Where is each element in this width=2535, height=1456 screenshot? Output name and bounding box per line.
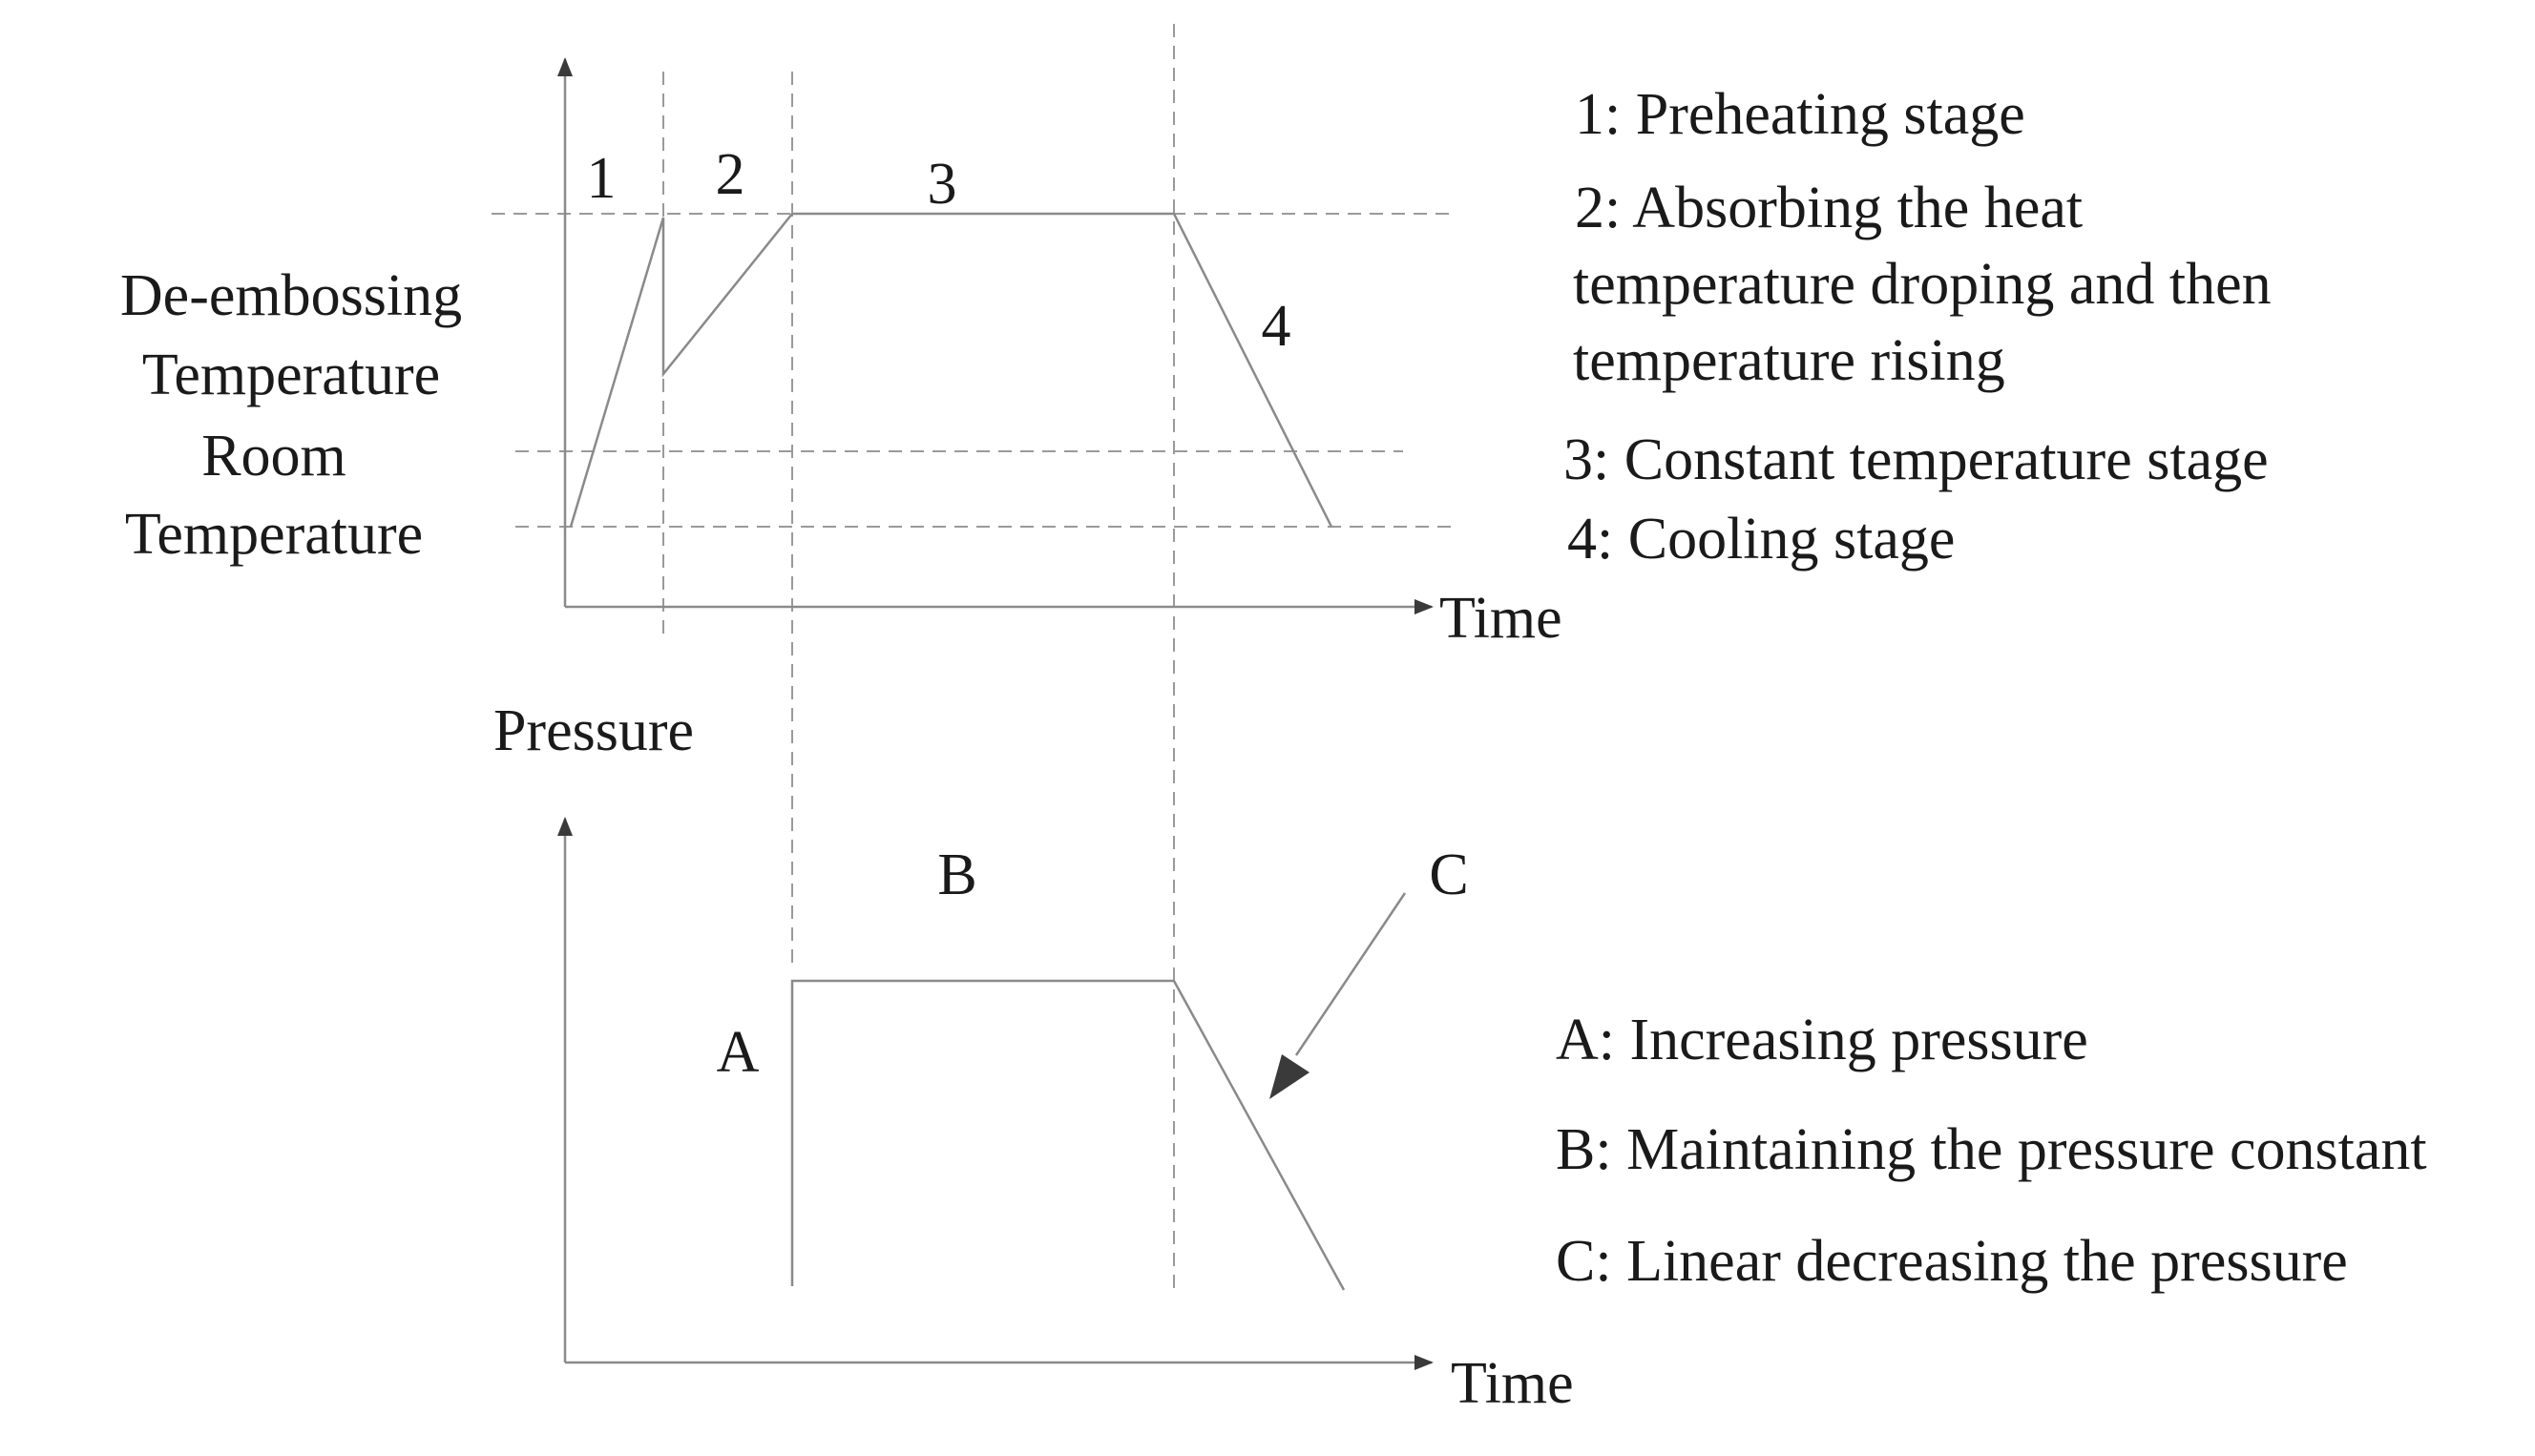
stage-label-1: 1	[587, 146, 617, 211]
y-label-de-embossing: De-embossing	[120, 263, 462, 328]
legend-item-constant: 3: Constant temperature stage	[1563, 427, 2269, 492]
legend-item-cooling: 4: Cooling stage	[1567, 507, 1955, 572]
legend-item-absorbing-1: 2: Absorbing the heat	[1575, 176, 2083, 240]
pressure-y-label: Pressure	[493, 698, 694, 763]
legend-item-increasing: A: Increasing pressure	[1556, 1008, 2088, 1072]
pressure-axes	[557, 817, 1434, 1370]
y-label-temperature-2: Temperature	[125, 502, 423, 567]
legend-item-preheating: 1: Preheating stage	[1575, 82, 2025, 147]
temperature-x-label: Time	[1439, 586, 1562, 651]
c-pointer-arrow	[1269, 892, 1407, 1099]
y-label-room: Room	[201, 424, 346, 489]
guide-lines	[492, 24, 1451, 1288]
stage-label-4: 4	[1262, 294, 1291, 359]
temperature-legend: 1: Preheating stage 2: Absorbing the hea…	[1563, 82, 2272, 572]
segment-label-b: B	[937, 842, 976, 907]
temperature-y-labels: De-embossing Temperature Room Temperatur…	[120, 263, 462, 567]
temperature-axes	[557, 57, 1434, 614]
segment-label-a: A	[717, 1020, 760, 1085]
stage-label-2: 2	[716, 142, 745, 207]
pressure-legend: A: Increasing pressure B: Maintaining th…	[1556, 1008, 2427, 1294]
legend-item-absorbing-2: temperature droping and then	[1573, 252, 2272, 317]
y-label-temperature-1: Temperature	[142, 343, 440, 407]
temperature-profile-line	[569, 212, 1333, 528]
legend-item-linear-decreasing: C: Linear decreasing the pressure	[1556, 1229, 2348, 1294]
stage-label-3: 3	[928, 152, 957, 217]
legend-item-maintaining: B: Maintaining the pressure constant	[1556, 1117, 2427, 1182]
stage-labels: 1 2 3 4	[587, 142, 1291, 359]
legend-item-absorbing-3: temperature rising	[1573, 328, 2005, 393]
pressure-x-label: Time	[1451, 1351, 1574, 1416]
segment-label-c: C	[1429, 842, 1468, 907]
segment-labels: A B C	[717, 842, 1469, 1085]
pressure-profile-line	[790, 979, 1346, 1291]
